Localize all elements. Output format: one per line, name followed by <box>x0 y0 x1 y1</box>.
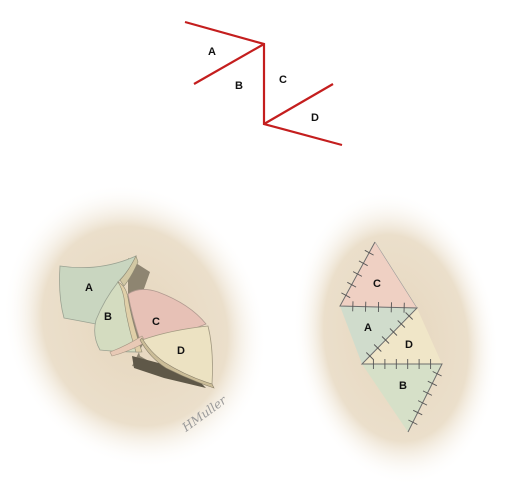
closure-label-d: D <box>405 339 413 351</box>
closure-label-c: C <box>373 278 381 290</box>
suture-stitch <box>341 292 351 299</box>
suture-stitch <box>427 380 438 387</box>
suture-stitches <box>341 249 442 425</box>
schematic-label-c: C <box>279 74 287 86</box>
flap-label-c: C <box>152 316 160 328</box>
closure-flap-b <box>362 364 442 432</box>
flap-d-edge <box>139 337 215 389</box>
deep-wound-shadow <box>132 356 206 388</box>
flap-transposition-illustration: A B C D HMuller <box>2 183 268 469</box>
suture-stitch <box>417 400 428 406</box>
flap-label-a: A <box>85 282 93 294</box>
schematic-label-d: D <box>311 112 319 124</box>
incision-line <box>184 20 343 147</box>
closure-flap-d <box>362 308 442 364</box>
schematic-label-b: B <box>235 80 243 92</box>
suture-stitch <box>412 409 423 416</box>
closure-illustration: C A D B <box>292 190 500 486</box>
flap-b-edge <box>117 281 143 353</box>
schematic-label-a: A <box>208 46 216 58</box>
suture-stitch <box>352 271 363 277</box>
flap-label-d: D <box>177 345 185 357</box>
closure-label-b: B <box>399 380 407 392</box>
incision-limb-left <box>193 43 265 85</box>
flap-label-b: B <box>104 311 112 323</box>
suture-stitch <box>389 328 398 336</box>
closure-label-a: A <box>364 322 372 334</box>
suture-stitch <box>381 336 390 344</box>
suture-stitch <box>432 371 442 377</box>
suture-stitch <box>422 390 433 396</box>
flap-a-edge <box>119 255 139 287</box>
suture-stitch <box>408 419 418 425</box>
suture-stitch <box>364 249 374 256</box>
incision-schematic: A B C D <box>184 20 343 147</box>
incision-limb-right <box>263 83 334 125</box>
suture-stitch <box>373 344 382 352</box>
suture-stitch <box>358 260 368 267</box>
suture-stitch <box>397 320 406 328</box>
closure-flap-c <box>340 242 417 308</box>
suture-stitch <box>365 352 374 360</box>
suture-stitch <box>405 312 414 320</box>
suture-stitch <box>347 281 357 288</box>
